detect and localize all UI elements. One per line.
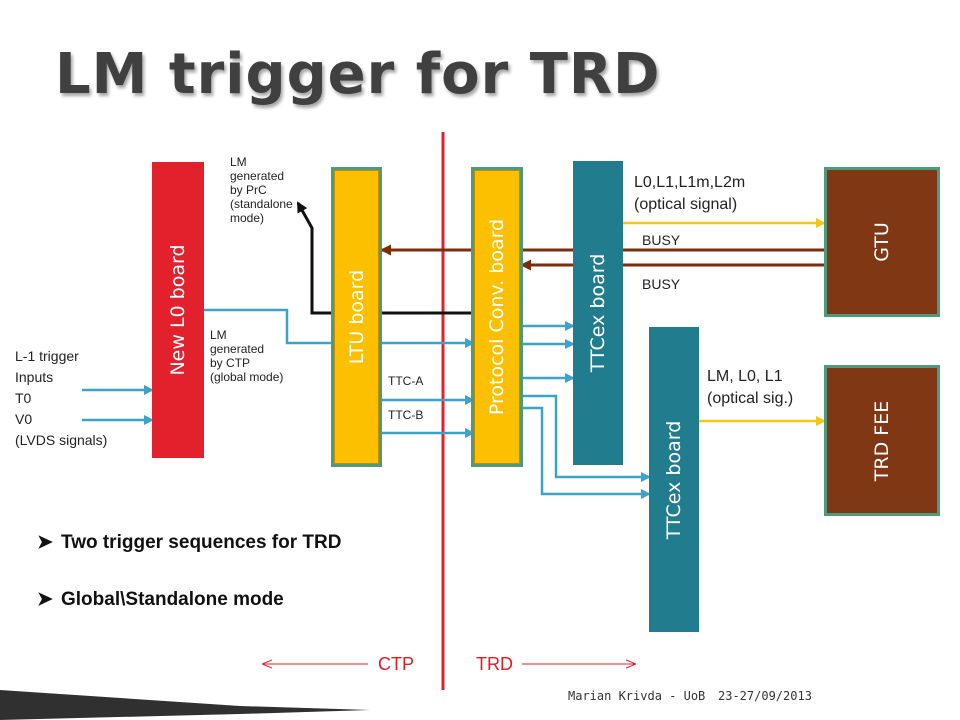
new-l0-board-label: New L0 board: [167, 244, 189, 376]
bullet-item: ➤ Global\Standalone mode: [37, 588, 284, 611]
bullet-text: Global\Standalone mode: [61, 589, 284, 610]
ttcex-board-lower: TTCex board: [649, 327, 699, 632]
ttcex-board-upper-label: TTCex board: [587, 253, 609, 373]
arrow-pc-ttcex-lower-2: [522, 406, 651, 499]
trd-fee-board-label: TRD FEE: [871, 400, 893, 481]
label-lm-prc: LM generated by PrC (standalone mode): [230, 155, 293, 225]
new-l0-board: New L0 board: [152, 162, 204, 458]
label-busy-2: BUSY: [642, 276, 681, 292]
label-gtu-signal: L0,L1,L1m,L2m (optical signal): [634, 174, 746, 213]
slide-decoration: [0, 690, 370, 720]
protocol-conv-board: Protocol Conv. board: [471, 167, 523, 467]
label-busy-1: BUSY: [642, 232, 681, 248]
bullet-arrow-icon: ➤: [37, 532, 53, 553]
slide-title: LM trigger for TRD: [55, 42, 661, 107]
ltu-board: LTU board: [331, 167, 382, 467]
label-l1-inputs: L-1 trigger Inputs T0 V0 (LVDS signals): [15, 348, 108, 448]
label-fee-signal: LM, L0, L1 (optical sig.): [707, 368, 794, 407]
label-ttc-a: TTC-A: [388, 374, 424, 388]
bullet-item: ➤ Two trigger sequences for TRD: [37, 531, 341, 554]
label-ttc-b: TTC-B: [388, 408, 424, 422]
label-ctp: CTP: [378, 654, 414, 674]
arrow-pc-ttcex-lower-1: [522, 394, 651, 482]
gtu-board-label: GTU: [871, 222, 893, 262]
ltu-board-label: LTU board: [345, 269, 368, 365]
label-trd: TRD: [476, 654, 513, 674]
ttcex-board-upper: TTCex board: [573, 161, 623, 465]
protocol-conv-board-label: Protocol Conv. board: [486, 218, 508, 416]
footer-date: 23-27/09/2013: [718, 689, 812, 703]
trd-fee-board: TRD FEE: [824, 365, 940, 516]
label-lm-ctp: LM generated by CTP (global mode): [210, 328, 284, 384]
bullet-arrow-icon: ➤: [37, 589, 53, 610]
arrow-lm-prc: [296, 201, 473, 315]
gtu-board: GTU: [824, 167, 940, 317]
ttcex-board-lower-label: TTCex board: [663, 420, 685, 539]
bullet-text: Two trigger sequences for TRD: [61, 532, 342, 553]
footer-author: Marian Krivda - UoB: [568, 689, 706, 703]
